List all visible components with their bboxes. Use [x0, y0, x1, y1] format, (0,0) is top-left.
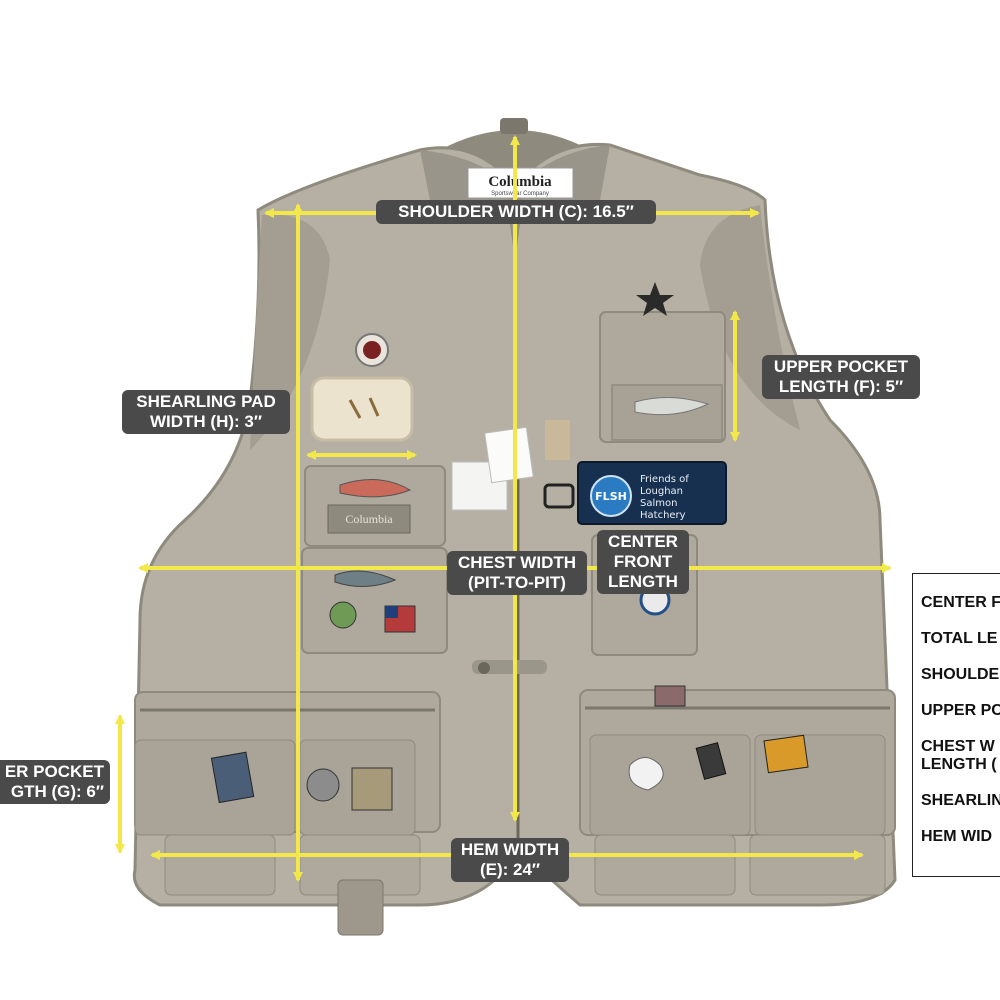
shoulder-width-label: SHOULDER WIDTH (C): 16.5″ [376, 200, 656, 224]
lower-left-pin-icon [210, 751, 255, 804]
fish-pin-icon [634, 396, 710, 416]
left-mid-pocket [301, 547, 448, 654]
waist-tab [472, 660, 547, 674]
back-tab [337, 879, 384, 936]
upper-pocket-label: UPPER POCKET LENGTH (F): 5″ [762, 355, 920, 399]
svg-text:Friends of: Friends of [640, 474, 689, 485]
center-front-text-2: FRONT [613, 552, 673, 571]
svg-text:FLSH: FLSH [595, 490, 627, 503]
lower-pocket-text-2: GTH (G): 6″ [10, 782, 104, 801]
hem-text-2: (E): 24″ [479, 860, 541, 879]
neck-label: Columbia Sportswear Company [467, 167, 574, 199]
flower-pin-icon [628, 757, 664, 791]
trout-pin-icon [339, 479, 412, 498]
chest-text-2: (PIT-TO-PIT) [468, 573, 566, 592]
size-row-chest: CHEST W [921, 738, 995, 755]
chest-width-label: CHEST WIDTH (PIT-TO-PIT) [447, 551, 587, 595]
size-row-total-length: TOTAL LE [921, 630, 998, 647]
center-front-text-3: LENGTH [608, 572, 678, 591]
hem-text-1: HEM WIDTH [460, 840, 560, 859]
left-chest-pocket: Columbia [304, 465, 446, 547]
size-row-shoulder: SHOULDE [921, 666, 1000, 683]
chest-text-1: CHEST WIDTH [457, 553, 577, 572]
size-row-shearling: SHEARLIN [921, 792, 1000, 809]
shoulder-width-text: SHOULDER WIDTH (C): 16.5″ [398, 202, 634, 221]
center-front-label: CENTER FRONT LENGTH [597, 530, 689, 594]
shearling-text-2: WIDTH (H): 3″ [149, 412, 262, 431]
svg-text:Columbia: Columbia [488, 174, 552, 190]
size-row-center-front: CENTER F [921, 594, 1000, 611]
size-row-chest-length: LENGTH ( [921, 756, 997, 773]
shearling-text-1: SHEARLING PAD [136, 392, 276, 411]
size-table: CENTER F TOTAL LE SHOULDE UPPER PC CHEST… [912, 573, 1000, 877]
center-front-text-1: CENTER [608, 532, 678, 551]
lower-pocket-text-1: ER POCKET [4, 762, 104, 781]
svg-text:Sportswear Company: Sportswear Company [491, 191, 549, 197]
svg-text:Salmon: Salmon [640, 498, 677, 509]
svg-text:Loughan: Loughan [640, 486, 683, 497]
svg-text:Columbia: Columbia [345, 512, 393, 526]
lower-left-pocket [134, 691, 441, 896]
badge-pin-icon [355, 333, 389, 367]
flag-pin-icon [384, 605, 416, 633]
size-row-hem: HEM WID [921, 828, 993, 845]
flsh-patch: FLSH Friends of Loughan Salmon Hatchery [543, 461, 727, 525]
lower-pocket-label: ER POCKET GTH (G): 6″ [0, 760, 110, 804]
size-row-upper-pocket: UPPER PC [921, 702, 1000, 719]
upper-pocket-text-2: LENGTH (F): 5″ [778, 377, 904, 396]
upper-pocket-text-1: UPPER POCKET [773, 357, 909, 376]
star-pin-icon [636, 282, 674, 316]
shearling-pad [310, 376, 414, 442]
lower-right-pocket [579, 685, 896, 896]
svg-text:Hatchery: Hatchery [640, 510, 686, 521]
shearling-pad-label: SHEARLING PAD WIDTH (H): 3″ [122, 390, 290, 434]
upper-right-pocket [599, 311, 726, 443]
hem-width-label: HEM WIDTH (E): 24″ [451, 838, 569, 882]
